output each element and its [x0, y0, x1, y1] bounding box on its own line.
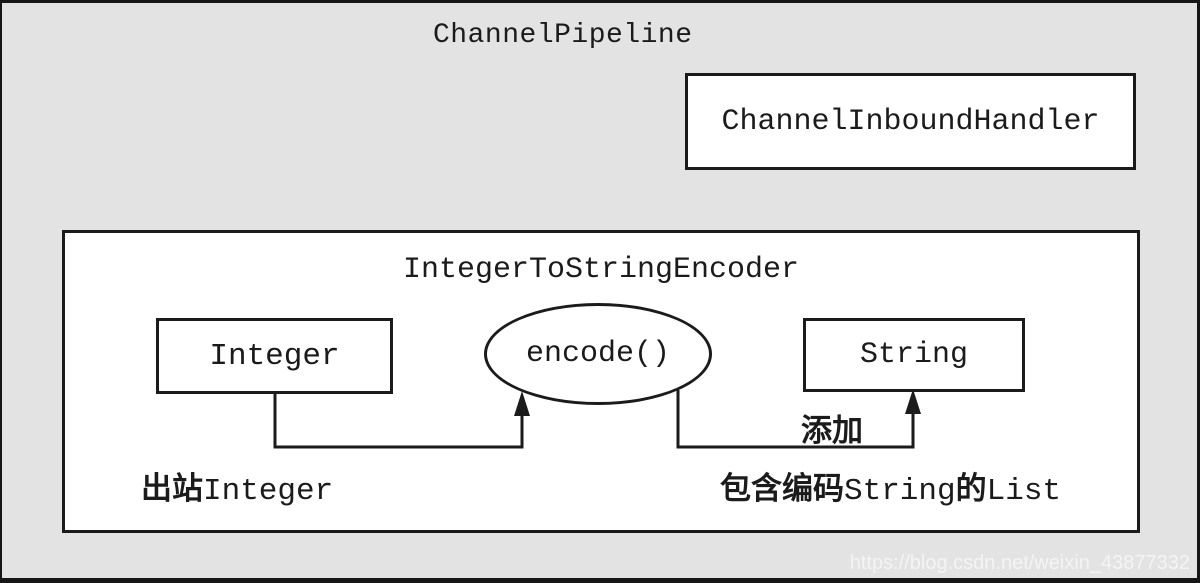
channel-inbound-handler-box: ChannelInboundHandler — [685, 73, 1136, 170]
encode-to-string-arrow — [676, 389, 921, 449]
pipeline-title: ChannelPipeline — [433, 20, 693, 51]
integer-box-label: Integer — [209, 338, 340, 374]
encoded-string-list-caption-code1: String — [844, 474, 956, 509]
integer-box: Integer — [156, 318, 393, 394]
outbound-integer-caption: 出站Integer — [141, 463, 333, 509]
outbound-integer-caption-code: Integer — [203, 474, 334, 509]
encoded-string-list-caption-cjk1: 包含编码 — [720, 471, 844, 507]
string-box: String — [803, 318, 1025, 392]
encoded-string-list-caption-code2: List — [986, 474, 1062, 509]
integer-to-string-encoder-container: IntegerToStringEncoder Integer encode() … — [62, 230, 1140, 533]
outbound-integer-caption-cjk: 出站 — [141, 471, 203, 507]
integer-to-encode-arrow — [273, 391, 530, 449]
encode-method-ellipse: encode() — [484, 303, 712, 405]
encoded-string-list-caption-cjk2: 的 — [955, 471, 987, 507]
string-box-label: String — [859, 338, 969, 372]
channel-inbound-handler-label: ChannelInboundHandler — [721, 104, 1100, 139]
encoder-title: IntegerToStringEncoder — [402, 253, 800, 287]
connector-arrows-layer — [273, 389, 921, 449]
encoded-string-list-caption: 包含编码String的List — [720, 463, 1061, 509]
add-label: 添加 — [801, 413, 863, 449]
csdn-watermark: https://blog.csdn.net/weixin_43877332 — [849, 552, 1190, 574]
encode-method-label: encode() — [525, 337, 671, 371]
